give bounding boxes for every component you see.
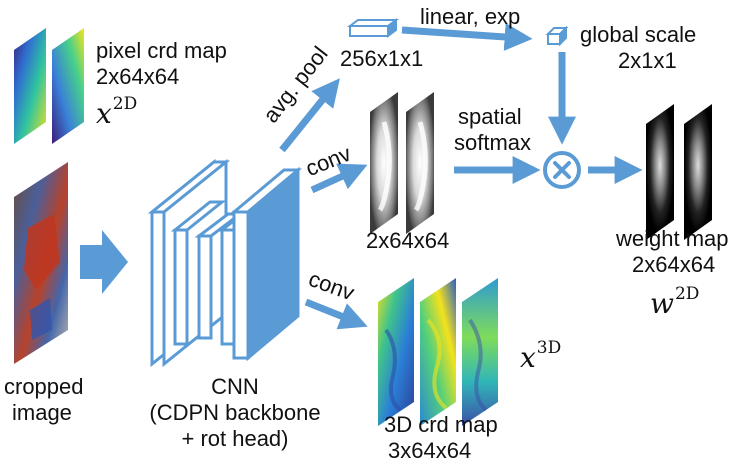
spatial-label-line1: spatial — [458, 104, 522, 129]
global-scale-shape: 2x1x1 — [618, 48, 677, 73]
conv-bottom-arrow — [304, 298, 368, 330]
cnn-blocks-graphic — [147, 158, 303, 368]
weight-map-title: weight map — [616, 226, 729, 251]
linear-exp-arrow — [401, 22, 533, 51]
global-scale-graphic — [545, 25, 569, 47]
global-scale-title: global scale — [580, 22, 697, 47]
crd3d-map-graphic — [378, 278, 498, 426]
pixel-map-shape: 2x64x64 — [96, 64, 180, 89]
weight-map-graphic — [646, 104, 712, 240]
cropped-image-graphic — [14, 162, 68, 364]
pooled-feature-graphic — [347, 18, 399, 38]
weight-map-shape: 2x64x64 — [632, 252, 716, 277]
crd3d-title: 3D crd map — [384, 412, 498, 437]
softmax-map-shape: 2x64x64 — [366, 228, 450, 253]
input-arrow — [80, 230, 128, 294]
cnn-label-line3: + rot head) — [181, 426, 289, 451]
avg-pool-arrow — [279, 78, 340, 153]
pixel-crd-map-graphic — [14, 28, 84, 144]
crd3d-shape: 3x64x64 — [388, 438, 472, 463]
pixel-map-title: pixel crd map — [96, 38, 227, 63]
softmax-map-graphic — [370, 92, 434, 234]
cropped-image-label-line1: cropped — [4, 374, 84, 399]
pixel-map-symbol: x2D — [96, 94, 138, 130]
pooled-shape: 256x1x1 — [340, 46, 424, 71]
cropped-image-label-line2: image — [12, 400, 72, 425]
conv-top-arrow — [310, 163, 368, 194]
cnn-label-line1: CNN — [211, 374, 259, 399]
crd3d-symbol: x3D — [520, 338, 562, 374]
cnn-label-line2: (CDPN backbone — [149, 400, 321, 425]
weight-map-symbol: w2D — [650, 284, 700, 320]
multiply-circle-icon — [543, 151, 581, 189]
spatial-label-line2: softmax — [454, 130, 532, 155]
linear-exp-label: linear, exp — [420, 4, 521, 29]
